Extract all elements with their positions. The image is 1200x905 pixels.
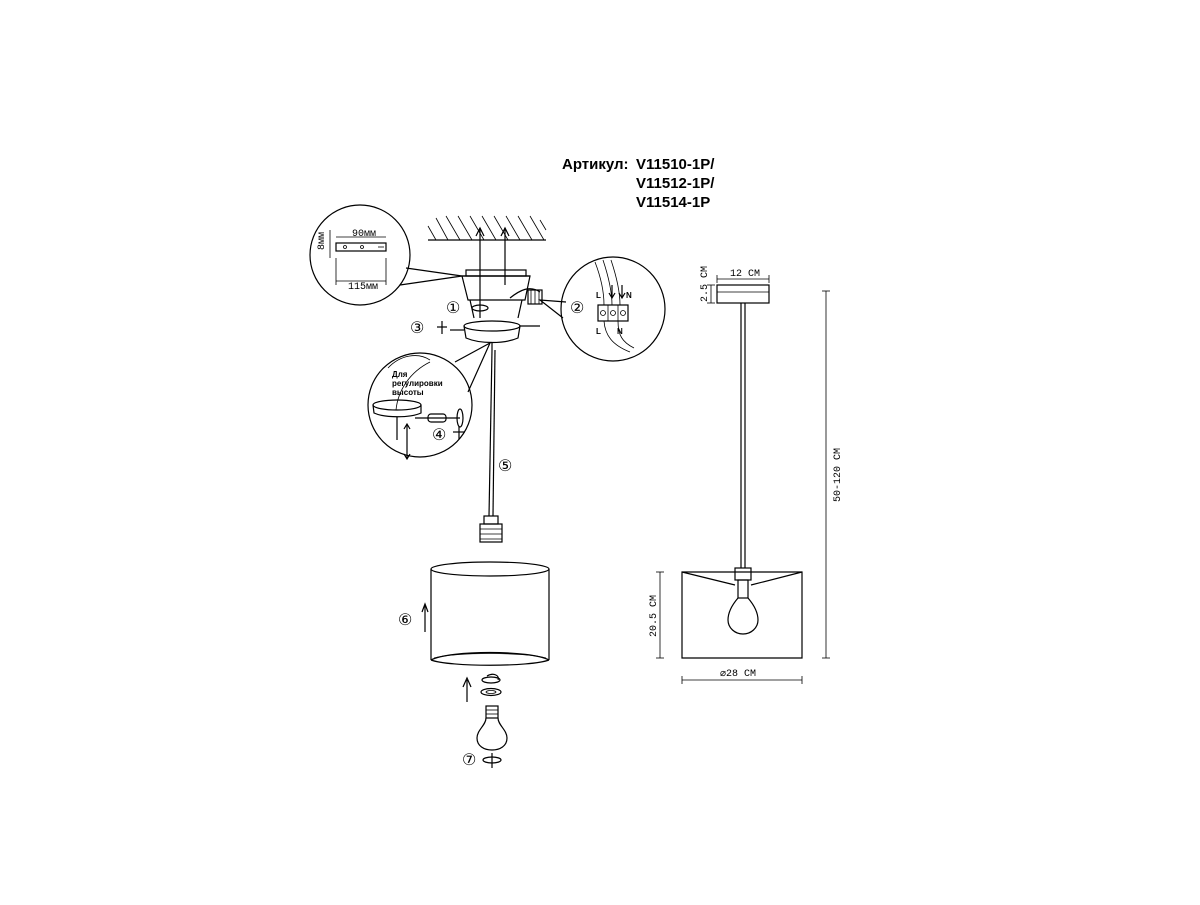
height-note-line2: регулировки bbox=[392, 379, 443, 388]
article-label: Артикул: bbox=[562, 156, 629, 173]
step-4-label: ④ bbox=[432, 425, 446, 444]
light-bulb-icon bbox=[476, 705, 508, 751]
article-code-2: V11512-1P/ bbox=[636, 175, 715, 192]
shade-diameter-label: ⌀28 CM bbox=[720, 669, 756, 680]
step-5-label: ⑤ bbox=[498, 456, 512, 475]
ceiling bbox=[427, 215, 547, 300]
rotate-icon bbox=[482, 753, 502, 768]
mount-total-label: 115мм bbox=[348, 282, 378, 293]
pendant-front-view bbox=[681, 284, 803, 659]
fixing-ring bbox=[480, 673, 502, 697]
article-code-1: V11510-1P/ bbox=[636, 156, 715, 173]
height-note-line1: Для bbox=[392, 370, 408, 379]
step-2-label: ② bbox=[570, 298, 584, 317]
mounting-bracket bbox=[461, 269, 543, 319]
canopy-width-label: 12 CM bbox=[730, 269, 760, 280]
mount-height-label: 8мм bbox=[317, 232, 328, 250]
callout-mounting-plate: 90мм 115мм 8мм bbox=[309, 204, 463, 306]
wire-bottom-right: N bbox=[617, 327, 623, 336]
cable bbox=[488, 349, 496, 517]
screw-icon bbox=[437, 321, 447, 334]
wire-bottom-left: L bbox=[596, 327, 601, 336]
wire-top-left: L bbox=[596, 291, 601, 300]
rotate-icon bbox=[471, 300, 489, 318]
rotate-icon bbox=[453, 426, 465, 439]
callout-height-adjust: Для регулировки высоты bbox=[367, 341, 492, 461]
step-1-label: ① bbox=[446, 298, 460, 317]
step-6-label: ⑥ bbox=[398, 610, 412, 629]
shade-height-label: 20.5 CM bbox=[649, 595, 660, 637]
drum-shade bbox=[430, 561, 550, 666]
canopy-height-label: 2.5 CM bbox=[700, 266, 711, 302]
article-title: Артикул: V11510-1P/ V11512-1P/ V11514-1P bbox=[562, 156, 715, 211]
total-height-label: 50-120 CM bbox=[833, 448, 844, 502]
canopy bbox=[450, 320, 540, 350]
dimension-lines bbox=[656, 275, 830, 684]
article-code-3: V11514-1P bbox=[636, 194, 710, 211]
callout-wiring: L N L N bbox=[538, 256, 666, 362]
lamp-holder bbox=[479, 515, 503, 543]
step-7-label: ⑦ bbox=[462, 750, 476, 769]
wire-top-right: N bbox=[626, 291, 632, 300]
arrow-up-icon bbox=[421, 602, 429, 632]
arrow-up-icon bbox=[462, 676, 472, 702]
height-note-line3: высоты bbox=[392, 388, 424, 397]
mount-width-label: 90мм bbox=[352, 229, 376, 240]
step-3-label: ③ bbox=[410, 318, 424, 337]
